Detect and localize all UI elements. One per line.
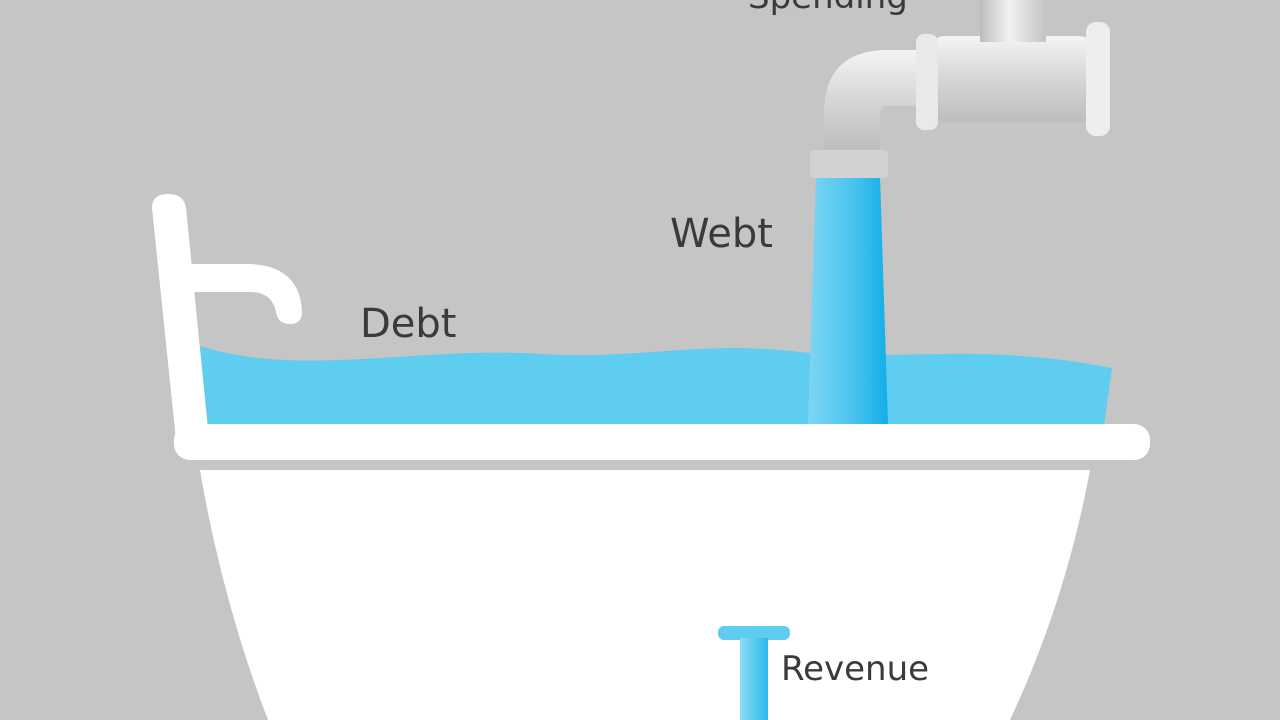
webt-label: Webt xyxy=(670,211,773,257)
tub-spout-icon xyxy=(184,264,302,324)
faucet-pipe-elbow xyxy=(824,50,924,150)
faucet-nozzle xyxy=(810,150,888,178)
spending-label: Spending xyxy=(748,0,908,14)
bathtub-icon xyxy=(200,470,1090,720)
water-stream xyxy=(808,176,888,424)
tub-water xyxy=(200,346,1112,426)
faucet-flange-left xyxy=(916,34,938,130)
debt-label: Debt xyxy=(360,301,457,347)
drain-plug-cap xyxy=(718,626,790,640)
tub-back-rim xyxy=(152,194,208,440)
revenue-label: Revenue xyxy=(781,649,930,689)
faucet-body xyxy=(932,36,1092,122)
drain-plug-icon xyxy=(740,638,768,720)
faucet-wall-flange xyxy=(1086,22,1110,136)
faucet-neck xyxy=(980,0,1046,42)
tub-rim xyxy=(174,424,1150,460)
